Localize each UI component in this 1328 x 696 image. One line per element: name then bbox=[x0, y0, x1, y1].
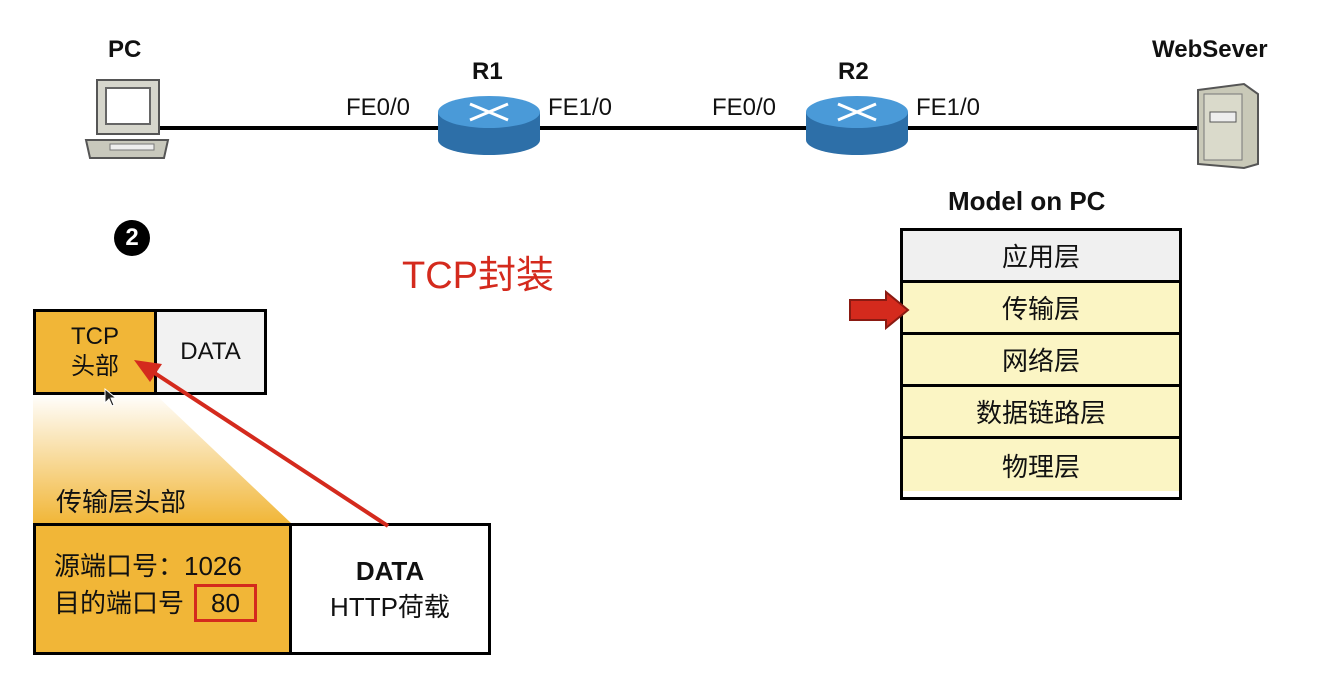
layer-transport: 传输层 bbox=[903, 283, 1179, 335]
r1-label: R1 bbox=[472, 58, 503, 85]
r2-left-interface: FE0/0 bbox=[712, 94, 777, 121]
header-expansion-wedge bbox=[33, 393, 292, 524]
router-r2-icon bbox=[806, 96, 908, 155]
network-topology bbox=[84, 79, 1259, 170]
layer-data-link: 数据链路层 bbox=[903, 387, 1179, 439]
r1-left-interface: FE0/0 bbox=[346, 94, 411, 121]
osi-model-stack: 应用层 传输层 网络层 数据链路层 物理层 bbox=[900, 228, 1182, 500]
transport-header-fields: 源端口号：1026 目的端口号 80 bbox=[36, 526, 292, 652]
model-title: Model on PC bbox=[948, 186, 1106, 216]
router-r1-icon bbox=[438, 96, 540, 155]
tcp-header-cell: TCP 头部 bbox=[36, 312, 157, 392]
destination-port-label: 目的端口号 bbox=[54, 588, 185, 618]
layer-network: 网络层 bbox=[903, 335, 1179, 387]
pc-label: PC bbox=[108, 36, 142, 63]
pc-icon bbox=[84, 79, 170, 159]
tcp-header-line2: 头部 bbox=[71, 353, 119, 380]
tcp-header-line1: TCP bbox=[71, 323, 119, 350]
source-port-field: 源端口号：1026 bbox=[54, 551, 242, 581]
caption-title: TCP封装 bbox=[402, 255, 555, 297]
tcp-segment-small: TCP 头部 DATA bbox=[33, 309, 267, 395]
r2-right-interface: FE1/0 bbox=[916, 94, 981, 121]
destination-port-value: 80 bbox=[194, 584, 257, 622]
data-cell-small: DATA bbox=[157, 312, 264, 392]
server-label: WebSever bbox=[1152, 36, 1268, 63]
step-badge: 2 bbox=[114, 220, 150, 256]
payload-subtitle: HTTP荷载 bbox=[330, 592, 450, 622]
server-icon bbox=[1197, 82, 1259, 170]
layer-application: 应用层 bbox=[903, 231, 1179, 283]
payload-cell: DATA HTTP荷载 bbox=[292, 526, 488, 652]
r2-label: R2 bbox=[838, 58, 869, 85]
transport-header-label: 传输层头部 bbox=[56, 487, 187, 517]
layer-physical: 物理层 bbox=[903, 439, 1179, 491]
destination-port-row: 目的端口号 80 bbox=[54, 584, 289, 622]
r1-right-interface: FE1/0 bbox=[548, 94, 613, 121]
active-layer-arrow-icon bbox=[849, 290, 910, 330]
payload-title: DATA bbox=[355, 556, 425, 586]
tcp-segment-expanded: 源端口号：1026 目的端口号 80 DATA HTTP荷载 bbox=[33, 523, 491, 655]
mouse-pointer-icon bbox=[104, 388, 118, 407]
annotation-arrow bbox=[134, 360, 390, 528]
